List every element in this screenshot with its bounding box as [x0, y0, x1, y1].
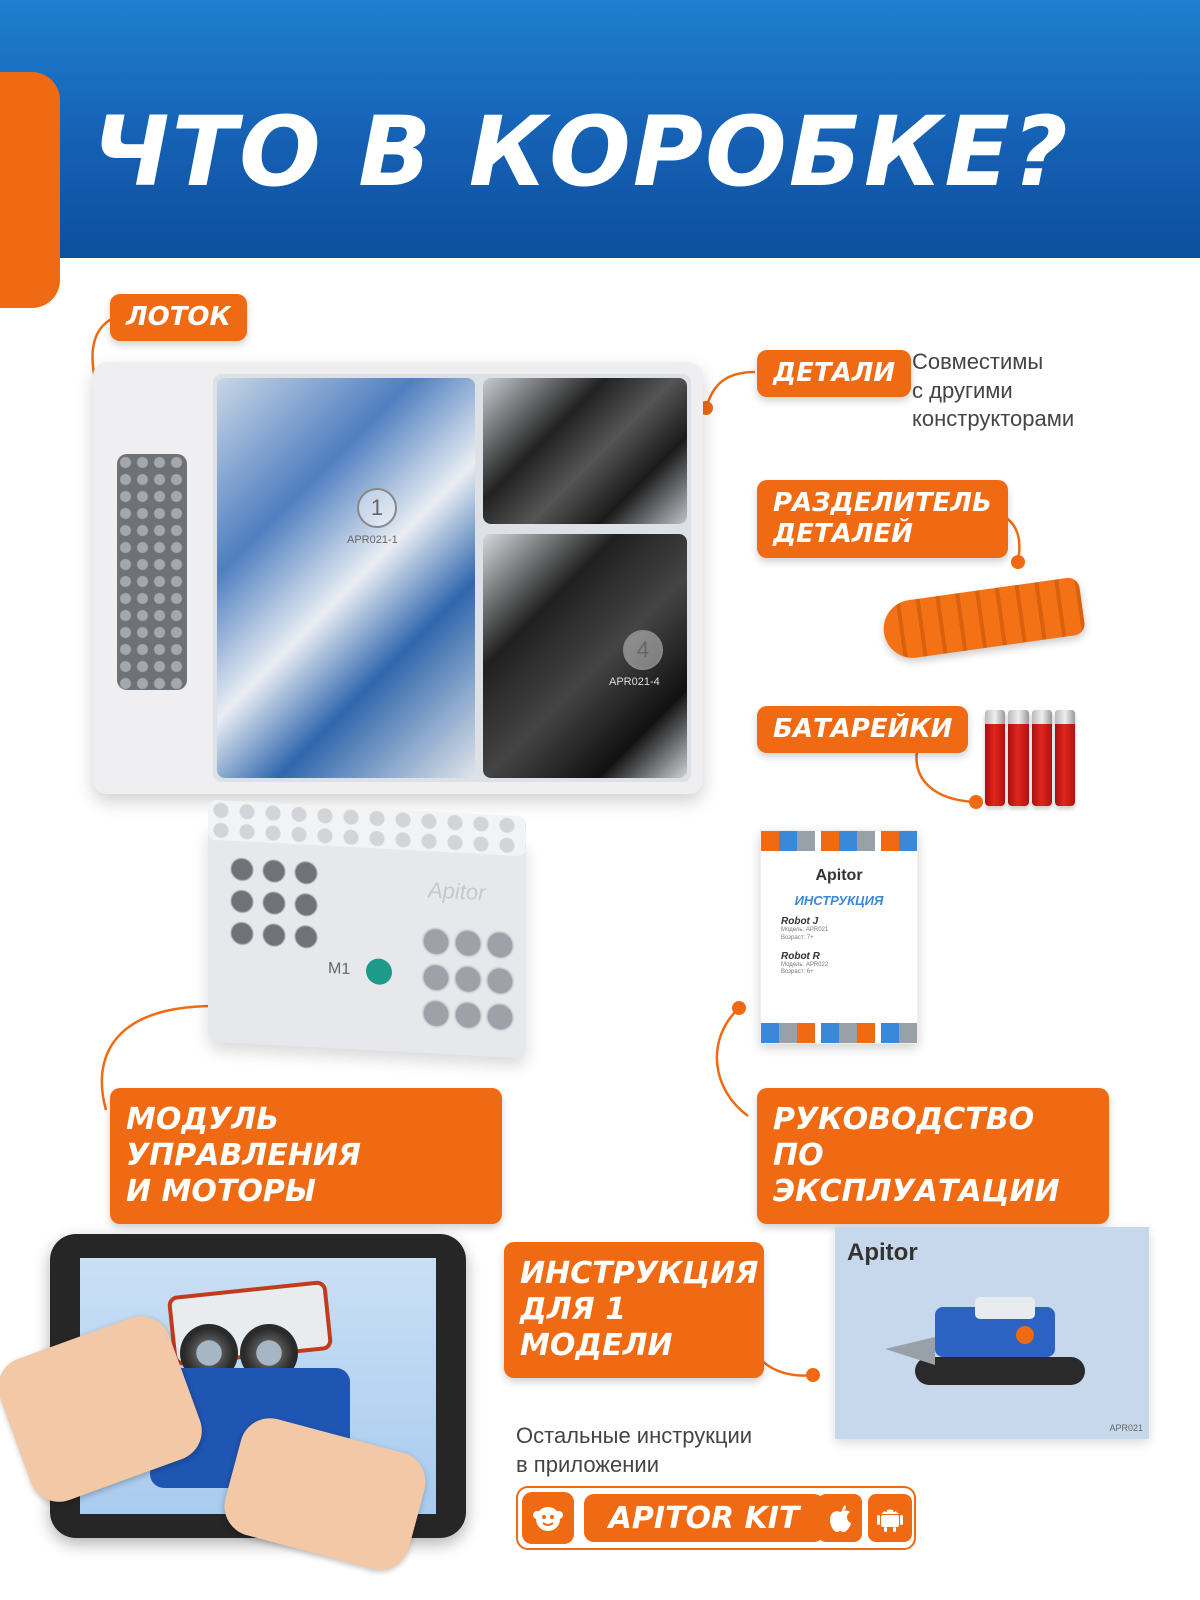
note-line: Остальные инструкции — [516, 1423, 753, 1448]
tank-robot-illustration — [885, 1297, 1085, 1385]
battery — [985, 710, 1006, 806]
dot-manual — [732, 1001, 746, 1015]
note-line: с другими — [912, 377, 1013, 403]
label-instruction: ИНСТРУКЦИЯ ДЛЯ 1 МОДЕЛИ — [504, 1242, 764, 1378]
bag-number: 4 — [623, 630, 663, 670]
base-plate — [117, 454, 187, 690]
app-name[interactable]: APITOR KIT — [584, 1494, 824, 1542]
note-line: в приложении — [516, 1451, 659, 1477]
battery — [1054, 710, 1076, 806]
parts-note: Совместимы с другими конструкторами — [912, 348, 1074, 434]
parts-bag-1: 1 APR021-1 — [217, 378, 475, 778]
app-note: Остальные инструкции в приложении — [516, 1422, 752, 1479]
module-holes — [226, 852, 322, 954]
booklet-content: Apitor ИНСТРУКЦИЯ Robot J Модель: APR021… — [775, 857, 903, 1017]
dot-separator — [1011, 555, 1025, 569]
booklet-age-line: Возраст: 6+ — [781, 969, 814, 976]
tablet-image — [0, 1234, 466, 1577]
separator-image — [879, 576, 1087, 662]
dot-instruction — [806, 1368, 820, 1382]
apple-icon[interactable] — [818, 1494, 862, 1542]
note-line: Совместимы — [912, 349, 1044, 374]
connector-parts — [704, 370, 756, 409]
motor-grid — [420, 922, 516, 1036]
module-studs — [208, 799, 526, 857]
parts-bag-3: 4 APR021-4 — [483, 534, 687, 778]
parts-bag-2 — [483, 378, 687, 524]
dot-batteries — [969, 795, 983, 809]
photo-code: APR021 — [1109, 1423, 1143, 1433]
booklet-model-line: Модель: APR022 — [781, 961, 829, 968]
label-tray: ЛОТОК — [110, 294, 247, 342]
android-icon[interactable] — [868, 1494, 912, 1542]
control-module-image: Apitor M1 — [208, 799, 526, 1059]
monkey-icon[interactable] — [522, 1492, 574, 1544]
battery — [1008, 710, 1029, 806]
tray-image: 1 APR021-1 4 APR021-4 — [93, 362, 703, 794]
booklet-title: ИНСТРУКЦИЯ — [794, 893, 884, 908]
manual-booklet-image: Apitor ИНСТРУКЦИЯ Robot J Модель: APR021… — [760, 830, 918, 1044]
label-module: МОДУЛЬ УПРАВЛЕНИЯ И МОТОРЫ — [110, 1088, 502, 1224]
label-separator: РАЗДЕЛИТЕЛЬ ДЕТАЛЕЙ — [757, 480, 1008, 559]
label-parts: ДЕТАЛИ — [757, 350, 912, 398]
module-button — [366, 957, 392, 986]
module-brand: Apitor — [428, 877, 486, 906]
bag-number: 1 — [357, 488, 397, 528]
header-accent — [0, 72, 60, 308]
connector-batteries — [915, 744, 976, 804]
photo-brand: Apitor — [847, 1239, 918, 1266]
label-batteries: БАТАРЕЙКИ — [757, 706, 969, 754]
tray-compartments: 1 APR021-1 4 APR021-4 — [213, 374, 691, 782]
batteries-image — [985, 710, 1076, 806]
bag-code: APR021-4 — [609, 676, 660, 688]
booklet-model-name: Robot R — [781, 950, 820, 962]
page-title: ЧТО В КОРОБКЕ? — [92, 96, 1070, 208]
module-port: M1 — [328, 959, 351, 979]
connector-manual — [715, 1007, 749, 1118]
header-banner — [0, 0, 1200, 258]
booklet-brand: Apitor — [815, 867, 863, 884]
booklet-age-line: Возраст: 7+ — [781, 934, 814, 941]
app-bar[interactable]: APITOR KIT — [516, 1486, 916, 1550]
booklet-model-line: Модель: APR021 — [781, 927, 829, 933]
note-line: конструкторами — [912, 406, 1075, 432]
instruction-photo: Apitor APR021 — [835, 1227, 1149, 1439]
label-manual: РУКОВОДСТВО ПО ЭКСПЛУАТАЦИИ — [757, 1088, 1109, 1224]
battery — [1031, 710, 1053, 806]
booklet-model-name: Robot J — [781, 916, 819, 927]
bag-code: APR021-1 — [347, 534, 398, 546]
